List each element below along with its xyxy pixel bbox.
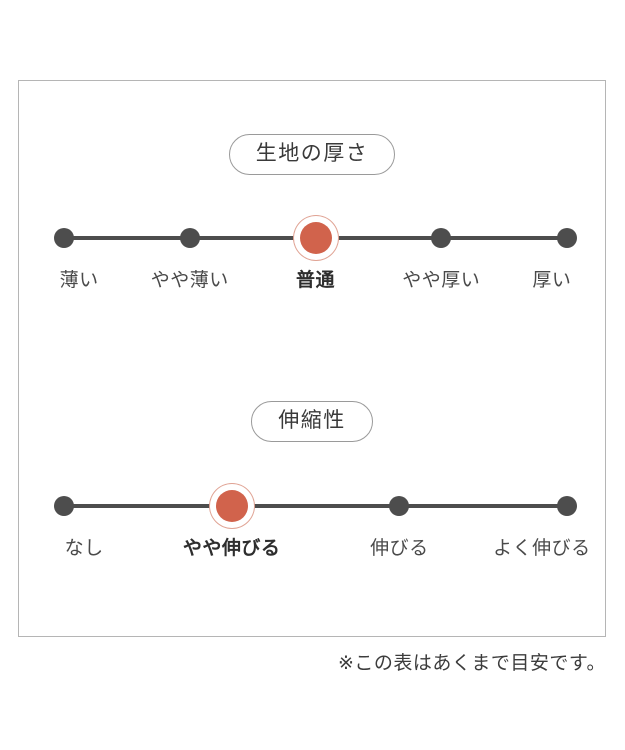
scale-dot-fabric-thickness-4[interactable] <box>557 228 577 248</box>
scale-label-fabric-thickness-3: やや厚い <box>402 270 481 291</box>
scale-label-stretchiness-3: よく伸びる <box>493 538 591 559</box>
scale-label-fabric-thickness-4: 厚い <box>532 270 572 291</box>
spec-panel: 生地の厚さ 薄い やや薄い 普通 やや厚い 厚い 伸縮性 <box>18 80 606 637</box>
scale-labels-fabric-thickness: 薄い やや薄い 普通 やや厚い 厚い <box>60 265 571 299</box>
scale-track-fabric-thickness <box>54 221 577 255</box>
scale-dot-stretchiness-3[interactable] <box>557 496 577 516</box>
scale-label-stretchiness-1-selected: やや伸びる <box>182 538 281 559</box>
scale-dot-fabric-thickness-3[interactable] <box>431 228 452 248</box>
scale-fabric-thickness: 薄い やや薄い 普通 やや厚い 厚い <box>54 221 577 299</box>
scale-dot-stretchiness-1-selected[interactable] <box>215 490 248 522</box>
scale-track-stretchiness <box>54 489 577 523</box>
section-heading-stretchiness-row: 伸縮性 <box>19 401 605 443</box>
scale-label-stretchiness-2: 伸びる <box>370 538 429 559</box>
track-line <box>64 504 567 508</box>
scale-stretchiness: なし やや伸びる 伸びる よく伸びる <box>54 489 591 567</box>
scale-dot-stretchiness-0[interactable] <box>54 496 74 516</box>
section-heading-fabric-thickness: 生地の厚さ <box>228 134 396 176</box>
scale-label-fabric-thickness-1: やや薄い <box>150 270 229 291</box>
scale-label-fabric-thickness-0: 薄い <box>59 270 99 291</box>
section-heading-stretchiness: 伸縮性 <box>251 401 373 443</box>
scale-label-stretchiness-0: なし <box>64 538 104 559</box>
scale-dot-fabric-thickness-0[interactable] <box>54 228 74 248</box>
scale-dot-fabric-thickness-1[interactable] <box>179 228 200 248</box>
scale-label-fabric-thickness-2-selected: 普通 <box>295 270 336 291</box>
footnote-disclaimer: ※この表はあくまで目安です。 <box>337 653 606 674</box>
scale-labels-stretchiness: なし やや伸びる 伸びる よく伸びる <box>64 533 591 567</box>
scale-dot-stretchiness-2[interactable] <box>389 496 410 516</box>
section-heading-fabric-thickness-row: 生地の厚さ <box>19 134 605 176</box>
scale-dot-fabric-thickness-2-selected[interactable] <box>299 222 332 254</box>
